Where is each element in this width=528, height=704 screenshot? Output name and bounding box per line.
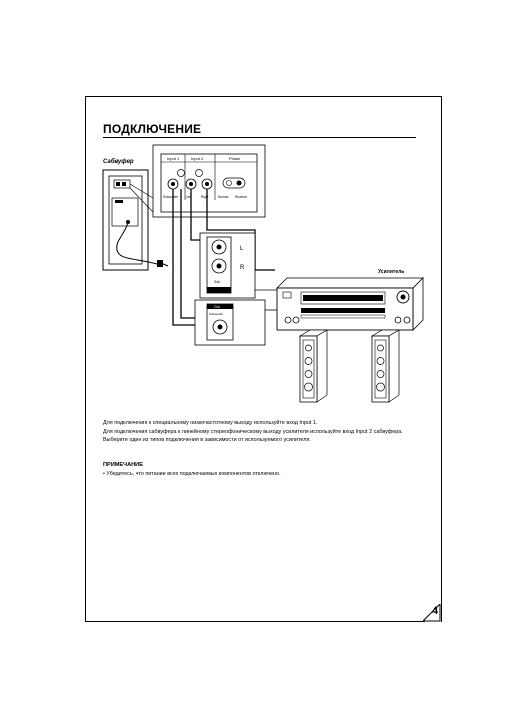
panel-sub-label: Subwoofer xyxy=(209,312,223,316)
left-speaker-illustration xyxy=(298,329,329,403)
phase-normal-label: Normal xyxy=(218,195,229,199)
input2-label: Input 2 xyxy=(191,156,204,161)
amplifier-illustration xyxy=(276,277,424,336)
page-number: 4 xyxy=(431,605,439,617)
sub-jack-label: Subwoofer xyxy=(163,195,179,199)
right-jack-label: Right xyxy=(201,195,209,199)
subwoofer-illustration xyxy=(102,169,169,271)
connection-diagram: Сабвуфер Input 1 Input 2 Phase Subwoofer xyxy=(102,144,424,403)
amp-line-out-panel: L R Sub xyxy=(199,232,256,299)
page-frame-bottom xyxy=(85,621,425,622)
left-jack-label: Left xyxy=(186,195,191,199)
body-paragraph-2: Для подключения сабвуфера к линейному ст… xyxy=(103,428,403,444)
amplifier-label: Усилитель xyxy=(378,269,404,275)
rca-l-label: L xyxy=(240,246,244,252)
note-heading: ПРИМЕЧАНИЕ xyxy=(103,462,143,468)
note-text: • Убедитесь, что питание всех подключаем… xyxy=(103,471,281,477)
rca-r-label: R xyxy=(240,265,245,271)
phase-label: Phase xyxy=(229,156,241,161)
page-title: ПОДКЛЮЧЕНИЕ xyxy=(103,122,202,136)
page-corner-icon xyxy=(423,604,441,622)
subwoofer-label: Сабвуфер xyxy=(103,158,134,165)
subwoofer-rear-panel: Input 1 Input 2 Phase Subwoofer Left Rig… xyxy=(152,144,266,218)
input1-label: Input 1 xyxy=(167,156,180,161)
body-paragraph-1: Для подключения к специальному низкочаст… xyxy=(103,420,318,426)
phase-reverse-label: Reverse xyxy=(235,195,247,199)
title-rule xyxy=(103,137,416,138)
rca-sub-label: Sub xyxy=(214,280,220,284)
page-frame xyxy=(85,96,442,622)
right-speaker-illustration xyxy=(370,329,401,403)
panel-out-label: Out xyxy=(214,305,220,309)
body-text: Для подключения к специальному низкочаст… xyxy=(103,419,423,445)
amp-sub-out-panel: Out Subwoofer xyxy=(194,289,277,346)
